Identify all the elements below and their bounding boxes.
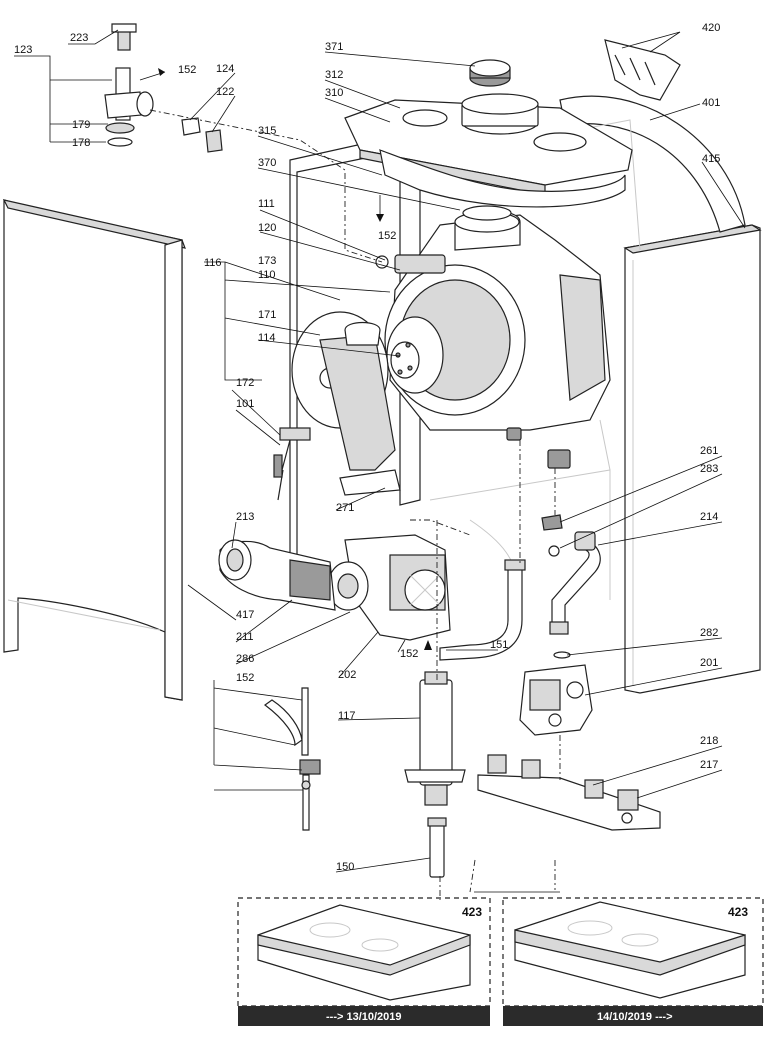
direction-arrows <box>139 68 432 650</box>
label-370: 370 <box>258 157 276 169</box>
ignition-electrode <box>273 427 311 501</box>
label-282: 282 <box>700 627 718 639</box>
clip-fittings <box>181 117 223 153</box>
label-152-arrow-mid: 152 <box>378 230 396 242</box>
label-111: 111 <box>258 198 275 210</box>
variant-2-date-range: 14/10/2019 ---> <box>597 1011 673 1023</box>
label-173: 173 <box>258 255 276 267</box>
variant-box-after <box>502 897 764 1026</box>
variant-labels: 423 423 ---> 13/10/2019 14/10/2019 ---> <box>326 905 748 1023</box>
label-123: 123 <box>14 44 32 56</box>
label-217: 217 <box>700 759 718 771</box>
label-110: 110 <box>258 269 276 281</box>
variant-2-part-number: 423 <box>728 905 748 919</box>
gas-pipe-151 <box>439 559 526 661</box>
variant-1-part-number: 423 <box>462 905 482 919</box>
condensate-siphon <box>404 671 466 878</box>
assembly-lines <box>149 109 561 900</box>
connection-bar <box>477 754 661 831</box>
label-151: 151 <box>490 639 508 651</box>
drain-hose-group <box>263 687 321 831</box>
label-202: 202 <box>338 669 356 681</box>
leader-lines <box>14 29 746 873</box>
label-420: 420 <box>702 22 720 34</box>
label-213: 213 <box>236 511 254 523</box>
gas-valve <box>519 651 593 736</box>
label-312: 312 <box>325 69 343 81</box>
label-218: 218 <box>700 735 718 747</box>
label-179: 179 <box>72 119 90 131</box>
label-178: 178 <box>72 137 90 149</box>
label-120: 120 <box>258 222 276 234</box>
label-122: 122 <box>216 86 234 98</box>
label-101: 101 <box>236 398 254 410</box>
label-401: 401 <box>702 97 720 109</box>
label-223: 223 <box>70 32 88 44</box>
clip-and-seal <box>541 514 563 557</box>
label-116: 116 <box>204 257 222 269</box>
variant-box-before <box>237 897 491 1026</box>
label-114: 114 <box>258 332 276 344</box>
label-271: 271 <box>336 502 354 514</box>
label-152-hose: 152 <box>236 672 254 684</box>
heat-exchanger <box>375 205 611 469</box>
variant-1-date-range: ---> 13/10/2019 <box>326 1011 402 1023</box>
label-152-fan: 152 <box>400 648 418 660</box>
label-171: 171 <box>258 309 276 321</box>
label-152-arrow-top: 152 <box>178 64 196 76</box>
side-panel-left <box>2 199 186 701</box>
label-214: 214 <box>700 511 718 523</box>
venturi-assembly <box>218 539 336 611</box>
label-310: 310 <box>325 87 343 99</box>
label-415: 415 <box>702 153 720 165</box>
label-124: 124 <box>216 63 234 75</box>
air-vent-fitting <box>104 23 154 147</box>
flue-gasket-ring <box>469 59 511 87</box>
label-315: 315 <box>258 125 276 137</box>
burner-door <box>291 311 401 496</box>
label-211: 211 <box>236 631 254 643</box>
label-117: 117 <box>338 710 356 722</box>
label-261: 261 <box>700 445 718 457</box>
air-duct <box>379 149 626 208</box>
side-panel-right <box>623 224 762 694</box>
label-286: 286 <box>236 653 254 665</box>
label-371: 371 <box>325 41 343 53</box>
label-201: 201 <box>700 657 718 669</box>
label-283: 283 <box>700 463 718 475</box>
part-number-labels: 223 123 179 178 152 124 122 371 312 310 … <box>14 22 720 873</box>
label-417: 417 <box>236 609 254 621</box>
fan-assembly <box>327 534 451 641</box>
top-brackets <box>604 39 681 101</box>
label-150: 150 <box>336 861 354 873</box>
label-172: 172 <box>236 377 254 389</box>
